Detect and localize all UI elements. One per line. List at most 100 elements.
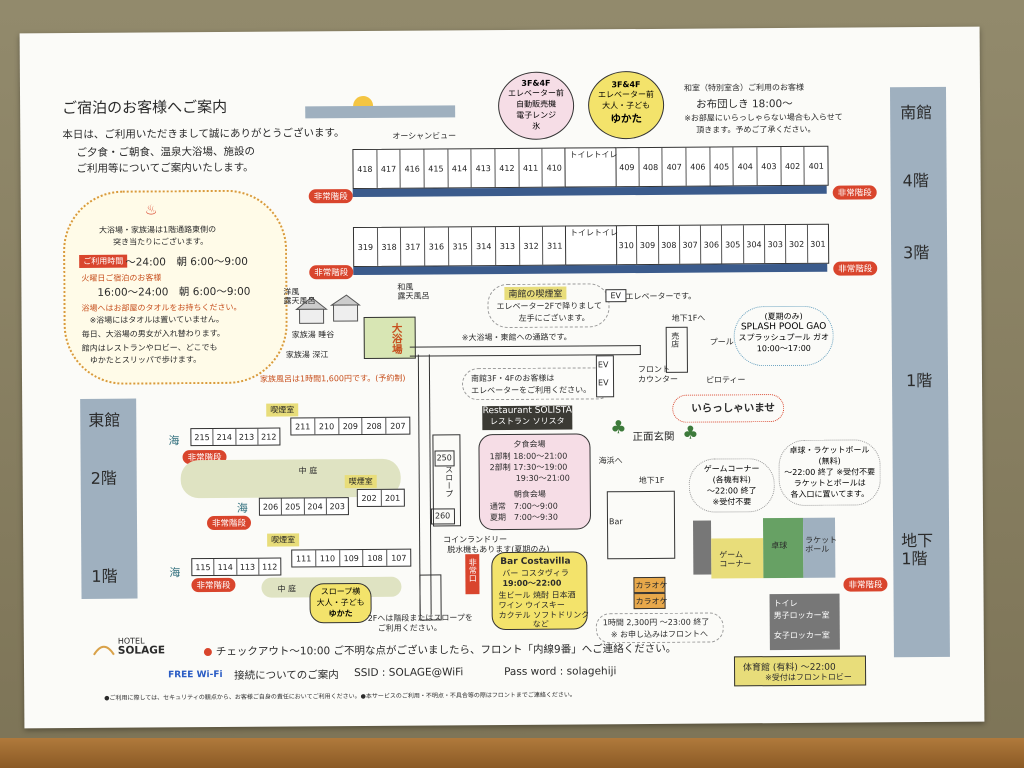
room-416: 416: [400, 149, 425, 188]
room-414: 414: [448, 149, 473, 188]
room-111: 111: [292, 550, 317, 567]
bubble-ice: 氷: [532, 121, 541, 131]
room-415: 415: [424, 149, 449, 188]
ev-label: EV: [597, 360, 609, 370]
sea-label-2: 海: [236, 501, 248, 515]
takkyu-line-4: ラケットとボールは: [793, 478, 866, 488]
room-208: 208: [362, 417, 387, 434]
toilet-label: トイレ: [593, 150, 618, 160]
room-401: 401: [808, 161, 824, 171]
pool-season: (夏期のみ): [764, 311, 803, 322]
south-building-label: 南館: [900, 102, 933, 123]
room-114: 114: [214, 558, 237, 576]
room-404: 404: [733, 147, 758, 186]
bath-line-6: ※浴場にはタオルは置いていません。: [89, 314, 224, 325]
east-floor-1-label: 1階: [91, 566, 118, 586]
emergency-exit-label: 非常口: [468, 558, 478, 583]
ev-label: EV: [598, 378, 609, 388]
intro-line-2: ご夕食・ご朝食、温泉大浴場、施設の: [76, 145, 255, 159]
room-205: 205: [282, 498, 305, 515]
room-206: 206: [259, 498, 283, 515]
table-tennis-bubble: 卓球・ラケットボール (無料) 〜22:00 終了 ※受付不要 ラケットとボール…: [778, 439, 881, 507]
wifi-password: Pass word : solagehiji: [504, 665, 617, 678]
bar-room: [606, 490, 676, 560]
gazebo-illustration: [291, 291, 361, 331]
karaoke-room-1: カラオケ: [633, 576, 667, 594]
vending-bubble: 3F&4F エレベーター前 自動販売機 電子レンジ 氷: [497, 71, 575, 141]
smoking-room-2f-a: 喫煙室: [266, 403, 299, 417]
south-elevator-line-1: 南館3F・4Fのお客様は: [470, 373, 555, 384]
room-305: 305: [722, 225, 744, 264]
room-303: 303: [765, 225, 787, 264]
room-207: 207: [390, 421, 406, 431]
emergency-stairs-e1: 非常階段: [191, 577, 236, 593]
courtyard-1f-label: 中 庭: [277, 584, 297, 594]
room-203: 203: [329, 501, 345, 511]
courtyard-label: 中 庭: [298, 466, 318, 476]
toilet-label: トイレ: [593, 228, 619, 238]
restaurant-header: Restaurant SOLISTA レストラン ソリスタ: [482, 405, 573, 431]
palm-tree-icon: ♣: [610, 417, 627, 439]
takkyu-line-3: 〜22:00 終了 ※受付不要: [784, 467, 876, 478]
slope-yukata-1: スロープ横: [320, 586, 361, 597]
emergency-stairs-e2b: 非常階段: [206, 515, 252, 531]
logo-name: SOLAGE: [117, 644, 166, 657]
karaoke-room-2: カラオケ: [633, 592, 668, 610]
wifi-badge: FREE Wi-Fi: [168, 669, 223, 681]
room-210: 210: [315, 418, 339, 435]
bath-line-5: 浴場へはお部屋のタオルをお持ちください。: [81, 302, 242, 313]
floor-3-elevator-core: トイレ トイレ: [564, 225, 619, 266]
karaoke-note-1: 1時間 2,300円 〜23:00 終了: [602, 617, 710, 628]
emergency-exit: 非常口: [465, 554, 480, 595]
room-209: 209: [338, 417, 363, 435]
game-line-2: (各機有料): [712, 475, 751, 485]
dinner-1: 1部制 18:00〜21:00: [489, 451, 568, 462]
takkyu-line-1: 卓球・ラケットボール: [789, 445, 870, 455]
bar-drinks-4: など: [532, 619, 549, 629]
hours-badge: ご利用時間: [79, 254, 128, 268]
intro-line-1: 本日は、ご利用いただきまして誠にありがとうございます。: [62, 127, 345, 142]
bath-hours: 〜24:00 朝 6:00〜9:00: [125, 255, 248, 269]
floor-4-elevator-core: トイレ トイレ: [564, 147, 618, 188]
shop-label: 売店: [670, 331, 680, 348]
wood-frame: [0, 738, 1024, 768]
room-409: 409: [615, 148, 640, 187]
wifi-ssid: SSID : SOLAGE@WiFi: [354, 666, 464, 680]
welcome-text: いらっしゃいませ: [691, 402, 775, 415]
room-408: 408: [639, 147, 664, 187]
karaoke-note-2: ※ お申し込みはフロントへ: [610, 629, 709, 640]
room-318: 318: [377, 227, 402, 266]
bar-name: Bar Costavilla: [500, 556, 571, 568]
room-308: 308: [658, 225, 681, 264]
racket-block-label: ラケット ボール: [805, 535, 838, 554]
east-floor-2-label: 2階: [90, 468, 117, 488]
family-bath-2: 家族湯 深江: [285, 350, 329, 360]
breakfast-title: 朝食会場: [513, 489, 546, 499]
pool-kana: スプラッシュプール ガオ: [738, 332, 830, 343]
pool-info-bubble: (夏期のみ) SPLASH POOL GAO スプラッシュプール ガオ 10:0…: [733, 305, 834, 367]
room-260-label: 260: [434, 511, 451, 521]
washitsu-line-3: ※お部屋にいらっしゃらない場合も入らせて: [684, 112, 843, 123]
room-109: 109: [339, 549, 364, 567]
washitsu-line-4: 頂きます。予めご了承ください。: [696, 124, 816, 135]
sunrise-illustration: [305, 85, 465, 126]
room-310: 310: [615, 226, 638, 265]
room-250-label: 250: [436, 453, 452, 463]
pool-label: プール: [709, 337, 734, 347]
bar-info-box: Bar Costavilla バー コスタヴィラ 19:00〜22:00 生ビー…: [491, 551, 589, 631]
room-202: 202: [357, 489, 382, 507]
shop-kiosk: 売店: [665, 326, 688, 373]
room-410: 410: [546, 163, 562, 173]
restaurant-name: Restaurant SOLISTA: [482, 405, 572, 417]
yukata-bubble: 3F&4F エレベーター前 大人・子ども ゆかた: [587, 70, 665, 140]
sea-label: 海: [168, 434, 180, 448]
pool-name: SPLASH POOL GAO: [740, 321, 827, 333]
south-elevator-line-2: エレベーターをご利用ください。: [471, 385, 592, 396]
emergency-stairs-3f-right: 非常階段: [833, 261, 878, 276]
room-214: 214: [213, 428, 236, 446]
room-201: 201: [384, 493, 401, 503]
room-413: 413: [471, 149, 496, 188]
gym-box: 体育館 (有料) 〜22:00 ※受付はフロントロビー: [733, 655, 867, 687]
floor-3-label: 3階: [903, 243, 930, 263]
